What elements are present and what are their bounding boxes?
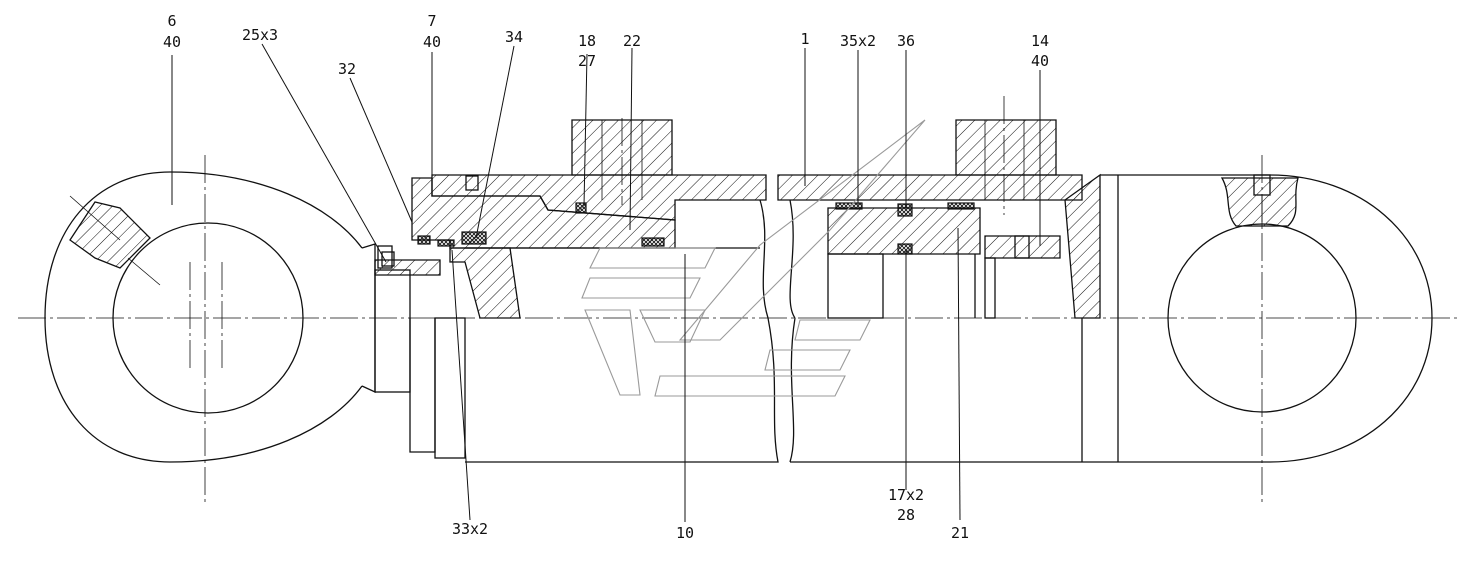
watermark-logo [581, 119, 926, 397]
callout-36: 36 [897, 32, 915, 50]
callout-33x2: 33x2 [452, 520, 488, 538]
callout-17x2-line2: 28 [897, 506, 915, 524]
callout-labels: 6 40 25x3 32 7 40 34 18 27 22 1 35x2 36 … [163, 12, 1049, 542]
callout-17x2-line1: 17x2 [888, 486, 924, 504]
callout-21: 21 [951, 524, 969, 542]
callout-1: 1 [800, 30, 809, 48]
leader-lines [171, 43, 1041, 522]
piston [827, 202, 1061, 319]
gland-head [377, 118, 767, 319]
cylinder-bottom-and-rear-eye [1064, 155, 1433, 505]
callout-7-line1: 7 [427, 12, 436, 30]
callout-18-line1: 18 [578, 32, 596, 50]
callout-14-line1: 14 [1031, 32, 1049, 50]
callout-6-line2: 40 [163, 33, 181, 51]
callout-35x2: 35x2 [840, 32, 876, 50]
callout-18-line2: 27 [578, 52, 596, 70]
callout-32: 32 [338, 60, 356, 78]
callout-7-line2: 40 [423, 33, 441, 51]
callout-22: 22 [623, 32, 641, 50]
callout-25x3: 25x3 [242, 26, 278, 44]
cylinder-tube [777, 96, 1083, 463]
callout-6-line1: 6 [167, 12, 176, 30]
callout-10: 10 [676, 524, 694, 542]
callout-14-line2: 40 [1031, 52, 1049, 70]
rod-eye-left [44, 155, 376, 505]
callout-34: 34 [505, 28, 523, 46]
